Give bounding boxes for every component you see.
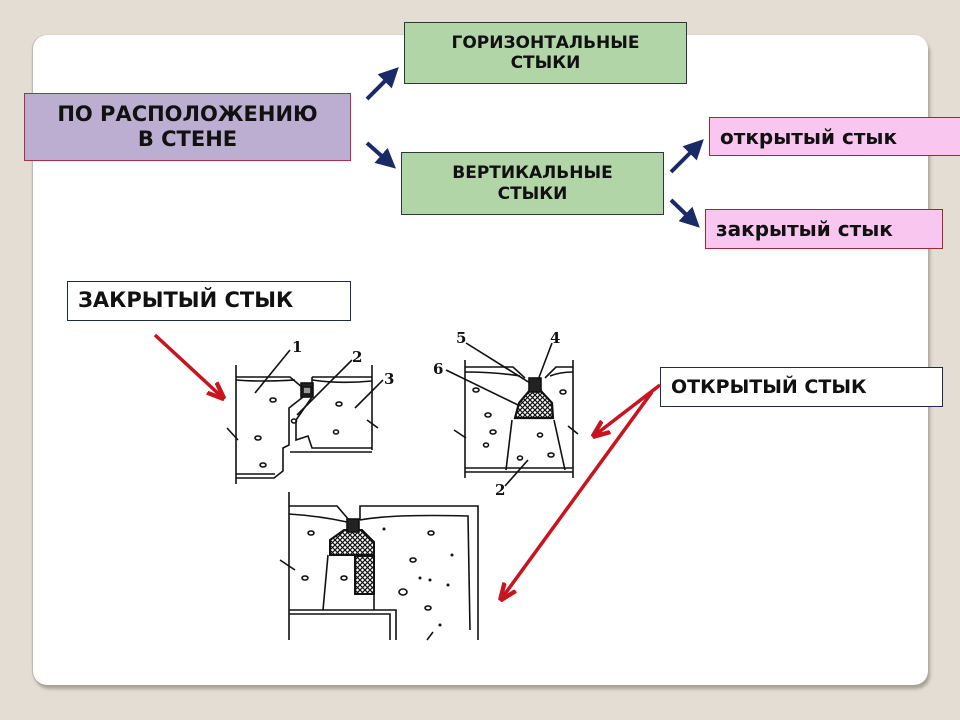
root-category-box: ПО РАСПОЛОЖЕНИЮ В СТЕНЕ [24, 93, 351, 161]
closed-joint-subtype-box: закрытый стык [705, 209, 943, 249]
root-line-1: ПО РАСПОЛОЖЕНИЮ [57, 101, 318, 126]
open-joint-subtype-label: открытый стык [720, 124, 898, 149]
horizontal-joints-box: ГОРИЗОНТАЛЬНЫЕ СТЫКИ [404, 22, 687, 84]
closed-joint-callout-label: ЗАКРЫТЫЙ СТЫК [78, 288, 294, 313]
open-joint-callout: ОТКРЫТЫЙ СТЫК [660, 367, 943, 407]
closed-joint-subtype-label: закрытый стык [716, 217, 893, 241]
vertical-joints-line-1: ВЕРТИКАЛЬНЫЕ [452, 163, 613, 184]
open-joint-subtype-box: открытый стык [709, 117, 960, 156]
open-joint-callout-label: ОТКРЫТЫЙ СТЫК [671, 375, 867, 398]
closed-joint-callout: ЗАКРЫТЫЙ СТЫК [67, 281, 351, 321]
root-line-2: В СТЕНЕ [137, 127, 238, 151]
horizontal-joints-line-2: СТЫКИ [510, 53, 581, 73]
vertical-joints-box: ВЕРТИКАЛЬНЫЕ СТЫКИ [401, 152, 664, 215]
vertical-joints-line-2: СТЫКИ [497, 183, 568, 204]
horizontal-joints-line-1: ГОРИЗОНТАЛЬНЫЕ [451, 32, 640, 53]
